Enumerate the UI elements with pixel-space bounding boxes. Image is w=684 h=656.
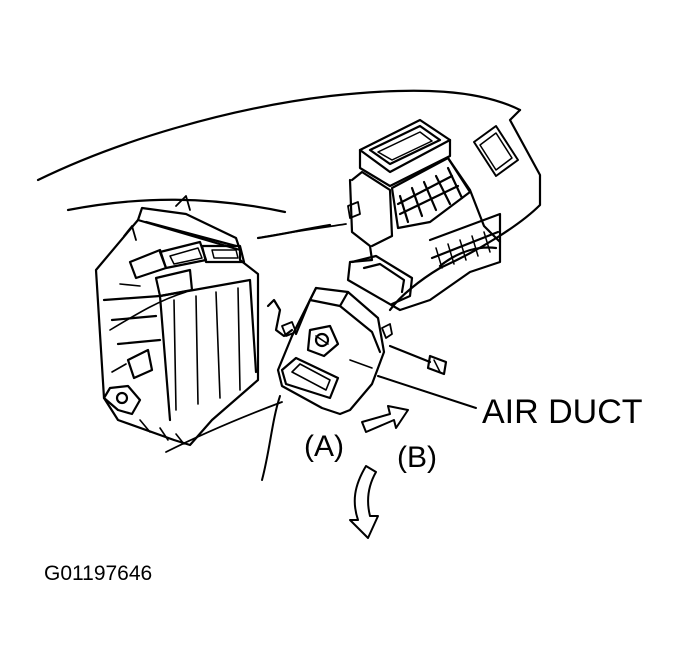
arrow-b-icon — [349, 465, 379, 539]
lower-edge — [165, 401, 283, 453]
air-duct-part — [276, 286, 386, 416]
arrow-a-icon — [361, 405, 409, 433]
harness-line-2 — [109, 291, 187, 331]
heater-unit — [94, 195, 260, 447]
dash-heater-unit — [346, 118, 519, 312]
air-duct-label: AIR DUCT — [482, 393, 643, 431]
clip-part — [266, 298, 297, 338]
arrow-a-label: (A) — [304, 430, 344, 463]
figure-id: G01197646 — [44, 562, 153, 585]
harness-line — [257, 223, 347, 239]
screw-part — [381, 323, 448, 376]
arrow-b-label: (B) — [397, 441, 437, 474]
dashboard-outline — [36, 89, 542, 312]
air-duct-leader — [377, 375, 477, 409]
